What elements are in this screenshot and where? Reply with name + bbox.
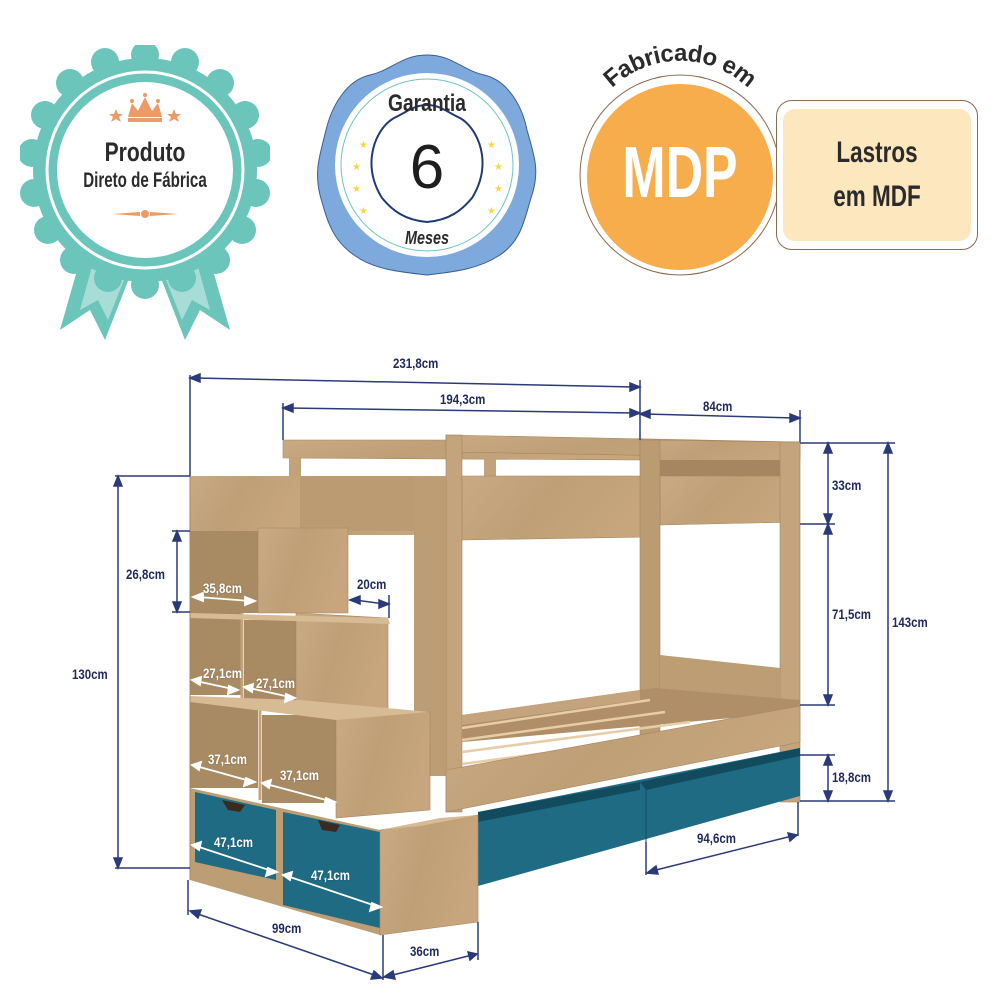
slats-line2: em MDF <box>833 180 921 213</box>
dim-bed-length: 194,3cm <box>440 391 486 407</box>
svg-text:★: ★ <box>494 184 503 195</box>
dim-step-depth: 20cm <box>357 576 387 592</box>
svg-text:★: ★ <box>352 162 361 173</box>
warranty-top-text: Garantia <box>388 90 466 117</box>
dim-bed-width: 84cm <box>703 398 733 414</box>
svg-text:★: ★ <box>352 184 361 195</box>
svg-text:★: ★ <box>494 162 503 173</box>
warranty-bottom-text: Meses <box>404 228 450 248</box>
dim-drawer-clearance: 18,8cm <box>832 769 871 785</box>
warranty-badge: ★ ★ ★ ★ ★ ★ ★ ★ Garantia 6 Meses <box>312 50 542 280</box>
slats-line1: Lastros <box>836 136 918 169</box>
warranty-number: 6 <box>409 133 445 202</box>
material-badge: Fabricado em MDP <box>575 40 785 280</box>
dim-drawer-2: 47,1cm <box>311 867 350 883</box>
dim-step-top-width: 35,8cm <box>203 580 242 596</box>
dim-niche-low-2: 37,1cm <box>280 767 319 783</box>
dim-niche-mid-2: 27,1cm <box>256 675 295 691</box>
warranty-seal-icon: ★ ★ ★ ★ ★ ★ ★ ★ <box>317 54 537 276</box>
dim-niche-mid-1: 27,1cm <box>203 665 242 681</box>
dim-step-height: 26,8cm <box>126 566 165 582</box>
factory-badge-line1: Produto <box>104 137 186 167</box>
factory-direct-badge: Produto Direto de Fábrica <box>20 45 270 345</box>
dim-bed-drawer-length: 94,6cm <box>697 830 736 846</box>
factory-badge-line2: Direto de Fábrica <box>83 169 207 192</box>
dim-total-height: 143cm <box>892 614 928 630</box>
slats-badge: Lastros em MDF <box>776 100 978 250</box>
svg-text:★: ★ <box>359 206 368 217</box>
dim-stair-length: 99cm <box>272 920 302 936</box>
dim-bunk-gap: 71,5cm <box>832 606 871 622</box>
mdp-circle-icon: Fabricado em <box>579 40 781 276</box>
dim-drawer-1: 47,1cm <box>214 834 253 850</box>
dim-stair-height: 130cm <box>72 666 108 682</box>
svg-text:★: ★ <box>487 140 496 151</box>
slats-badge-inner <box>783 109 971 241</box>
dim-niche-low-1: 37,1cm <box>208 751 247 767</box>
material-main-text: MDP <box>622 133 738 213</box>
rosette-icon <box>20 45 270 340</box>
svg-text:★: ★ <box>359 140 368 151</box>
svg-text:★: ★ <box>487 206 496 217</box>
dim-rail-height: 33cm <box>832 477 862 493</box>
dim-stair-depth: 36cm <box>410 943 440 959</box>
dim-total-length: 231,8cm <box>393 355 439 371</box>
